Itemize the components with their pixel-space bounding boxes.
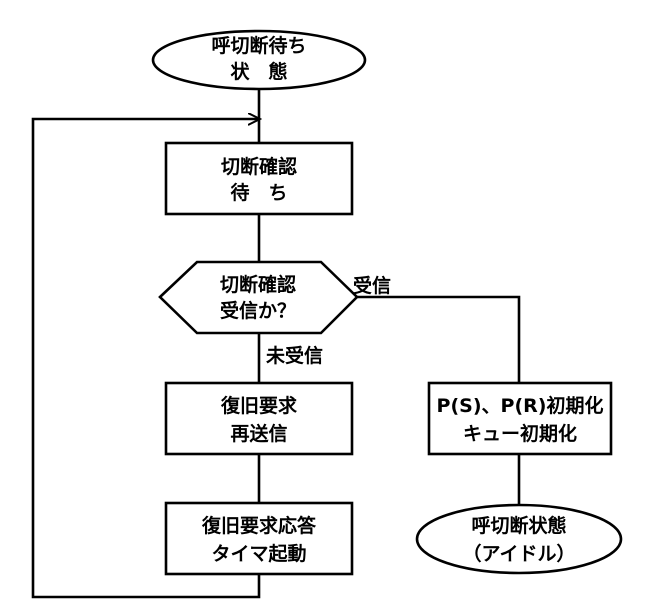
init-box: P(S)、P(R)初期化 キュー初期化 [427, 381, 613, 456]
end-terminal-line1: 呼切断状態 [471, 514, 566, 537]
start-terminal: 呼切断待ち 状 態 [151, 29, 367, 91]
resend-box-shape [164, 381, 354, 456]
connector-decision-to-init [357, 295, 521, 383]
timer-box: 復旧要求応答 タイマ起動 [164, 501, 354, 576]
resend-box: 復旧要求 再送信 [164, 381, 354, 456]
start-terminal-line1: 呼切断待ち [211, 34, 306, 57]
decision-hexagon: 切断確認 受信か？ [158, 260, 359, 335]
init-box-shape [427, 381, 613, 456]
timer-line2: タイマ起動 [211, 543, 306, 565]
not-received-label: 未受信 [265, 344, 323, 367]
init-line1: P(S)、P(R)初期化 [437, 394, 604, 417]
timer-box-shape [164, 501, 354, 576]
wait-confirm-box-shape [164, 141, 354, 216]
start-terminal-line2: 状 態 [230, 60, 287, 83]
decision-line1: 切断確認 [220, 273, 296, 296]
end-terminal-line2: （アイドル） [462, 542, 575, 565]
loop-back-connector [31, 119, 259, 599]
wait-confirm-line2: 待 ち [230, 181, 287, 204]
received-label: 受信 [353, 274, 391, 297]
init-line2: キュー初期化 [463, 422, 577, 445]
decision-hexagon-shape [158, 260, 359, 335]
wait-confirm-line1: 切断確認 [221, 155, 297, 178]
resend-line2: 再送信 [230, 422, 287, 445]
end-terminal: 呼切断状態 （アイドル） [415, 503, 623, 575]
decision-line2: 受信か？ [220, 299, 296, 322]
end-terminal-shape [415, 503, 623, 575]
resend-line1: 復旧要求 [220, 394, 298, 417]
timer-line1: 復旧要求応答 [201, 514, 317, 537]
start-terminal-shape [151, 29, 367, 91]
wait-confirm-box: 切断確認 待 ち [164, 141, 354, 216]
